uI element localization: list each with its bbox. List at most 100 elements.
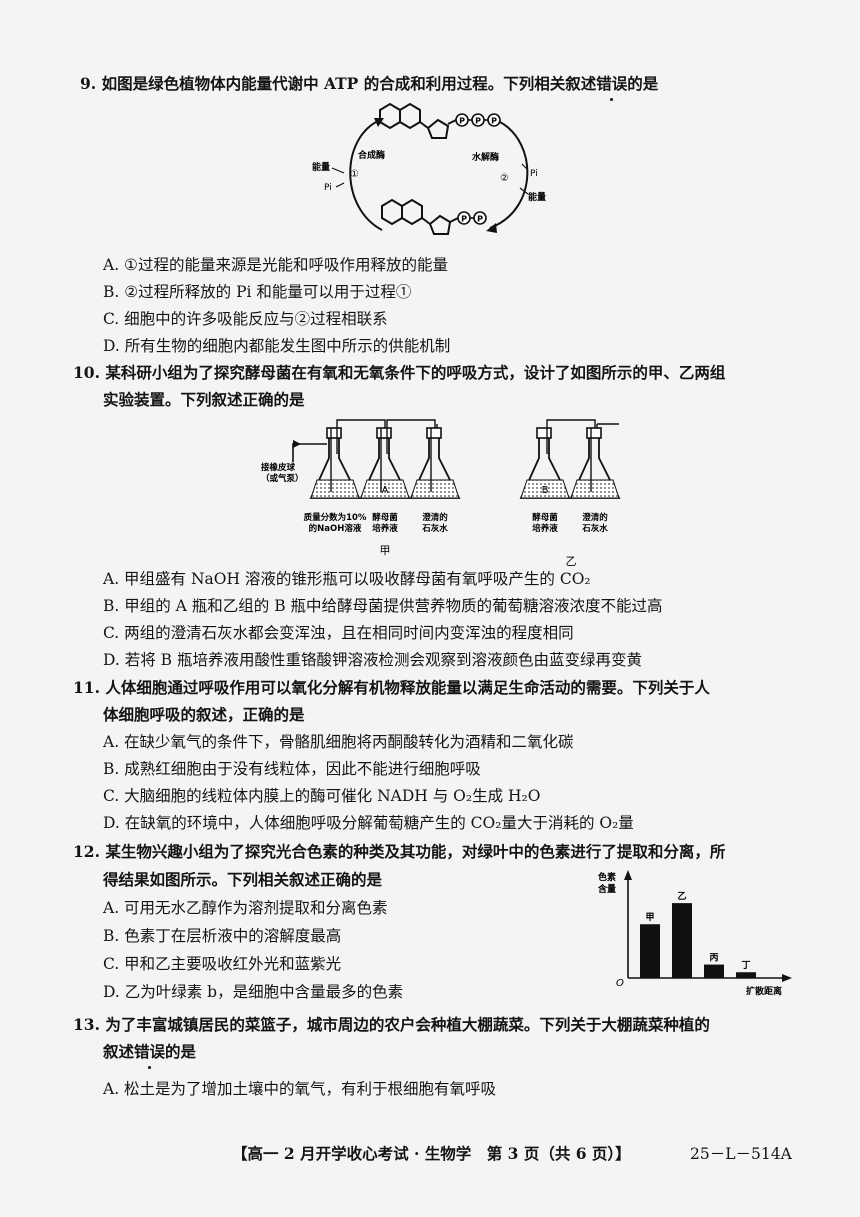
step1-marker: ① <box>350 169 359 180</box>
bar-label-3: 丁 <box>741 960 750 971</box>
q12-option-c: C. 甲和乙主要吸收红外光和蓝紫光 <box>103 955 342 973</box>
q11-option-d: D. 在缺氧的环境中，人体细胞呼吸分解葡萄糖产生的 CO₂量大于消耗的 O₂量 <box>103 814 634 832</box>
pi-output-label: Pi <box>530 169 538 179</box>
q13-stem-line2: 叙述错误的是 <box>103 1041 196 1069</box>
x-axis-arrow <box>782 974 792 982</box>
q12-option-a: A. 可用无水乙醇作为溶剂提取和分离色素 <box>103 899 388 917</box>
flask-b-yeast: B <box>519 427 571 499</box>
bar-1 <box>672 903 692 978</box>
x-axis-label: 扩散距离 <box>746 985 782 997</box>
q13-stem-line1: 13. 为了丰富城镇居民的菜篮子，城市周边的农户会种植大棚蔬菜。下列关于大棚蔬菜… <box>73 1015 710 1034</box>
q13-stem-text: 叙述 <box>103 1042 135 1061</box>
q10-stem-line1: 10. 某科研小组为了探究酵母菌在有氧和无氧条件下的呼吸方式，设计了如图所示的甲… <box>73 363 726 382</box>
phosphate-label: P <box>461 215 467 224</box>
pi-input-label: Pi <box>324 183 332 193</box>
q9-option-c: C. 细胞中的许多吸能反应与②过程相联系 <box>103 310 388 328</box>
caption-yeast-a-line2: 培养液 <box>372 523 398 534</box>
energy-input-arrow <box>331 167 345 174</box>
adp-molecule-bottom <box>381 198 459 235</box>
caption-limewater-yi-line1: 澄清的 <box>582 512 608 523</box>
bar-label-2: 丙 <box>709 953 718 964</box>
bar-0 <box>640 924 660 978</box>
q9-stem-text: 9. 如图是绿色植物体内能量代谢中 ATP 的合成和利用过程。下列相关叙述 <box>80 74 597 93</box>
bar-group: 甲 乙丙丁 <box>640 891 756 978</box>
flask-a-yeast: A <box>359 427 411 499</box>
pump-inlet-tube <box>292 443 327 462</box>
atp-phosphates-top: P P P <box>455 113 501 127</box>
y-axis-arrow <box>624 870 632 880</box>
group-yi-label: 乙 <box>566 555 577 568</box>
page-footer: 【高一 2 月开学收心考试 · 生物学 第 3 页（共 6 页）】 <box>232 1144 631 1163</box>
q12-option-b: B. 色素丁在层析液中的溶解度最高 <box>103 927 342 945</box>
energy-input-label: 能量 <box>312 161 330 173</box>
q9-stem: 9. 如图是绿色植物体内能量代谢中 ATP 的合成和利用过程。下列相关叙述错误的… <box>80 73 659 101</box>
bar-label-1: 乙 <box>677 891 686 902</box>
q11-stem-line2: 体细胞呼吸的叙述，正确的是 <box>103 705 305 724</box>
flask-b-label: B <box>542 485 549 496</box>
q9-option-a: A. ①过程的能量来源是光能和呼吸作用释放的能量 <box>103 256 448 274</box>
q11-option-c: C. 大脑细胞的线粒体内膜上的酶可催化 NADH 与 O₂生成 H₂O <box>103 787 541 805</box>
pump-label-line1: 接橡皮球 <box>261 462 296 473</box>
bar-2 <box>704 964 724 978</box>
yeast-respiration-apparatus: 接橡皮球 （或气泵） A <box>261 419 621 568</box>
hydrolase-label: 水解酶 <box>472 151 499 163</box>
bar-3 <box>736 972 756 978</box>
synthesis-arc <box>349 119 383 231</box>
q9-stem-tail: 的是 <box>627 74 659 93</box>
pi-output-arrow <box>521 163 529 171</box>
pump-arrow <box>293 440 301 448</box>
caption-yeast-b-line1: 酵母菌 <box>532 512 558 523</box>
q10-stem-line2: 实验装置。下列叙述正确的是 <box>103 390 305 409</box>
q10-option-b: B. 甲组的 A 瓶和乙组的 B 瓶中给酵母菌提供营养物质的葡萄糖溶液浓度不能过… <box>103 597 663 615</box>
caption-yeast-b-line2: 培养液 <box>532 523 558 534</box>
connector-tube <box>546 419 596 428</box>
y-axis-label-top: 色素 <box>598 871 616 883</box>
q12-stem-line1: 12. 某生物兴趣小组为了探究光合色素的种类及其功能，对绿叶中的色素进行了提取和… <box>73 842 726 861</box>
y-axis-label-bottom: 含量 <box>597 883 616 895</box>
group-jia-label: 甲 <box>380 544 391 557</box>
connector-tube <box>386 419 436 428</box>
q9-option-d: D. 所有生物的细胞内都能发生图中所示的供能机制 <box>103 337 451 355</box>
phosphate-label: P <box>459 117 465 126</box>
synthesis-arrowhead <box>374 118 384 127</box>
caption-limewater-jia-line1: 澄清的 <box>422 512 448 523</box>
phosphate-label: P <box>475 117 481 126</box>
q11-stem-line1: 11. 人体细胞通过呼吸作用可以氧化分解有机物释放能量以满足生命活动的需要。下列… <box>73 678 710 697</box>
caption-naoh-line1: 质量分数为10% <box>304 512 367 523</box>
q10-option-a: A. 甲组盛有 NaOH 溶液的锥形瓶可以吸收酵母菌有氧呼吸产生的 CO₂ <box>103 570 591 588</box>
flask-naoh <box>309 427 361 499</box>
q10-option-c: C. 两组的澄清石灰水都会变浑浊，且在相同时间内变浑浊的程度相同 <box>103 624 574 642</box>
q11-option-b: B. 成熟红细胞由于没有线粒体，因此不能进行细胞呼吸 <box>103 760 481 778</box>
connector-tube <box>336 419 386 428</box>
caption-yeast-a-line1: 酵母菌 <box>372 512 398 523</box>
bar-label-0: 甲 <box>645 912 654 923</box>
flask-limewater-yi <box>569 423 621 499</box>
flask-limewater-jia <box>409 424 461 499</box>
q10-option-d: D. 若将 B 瓶培养液用酸性重铬酸钾溶液检测会观察到溶液颜色由蓝变绿再变黄 <box>103 651 642 669</box>
hydrolysis-arc <box>489 121 529 229</box>
q13-stem-emphasis: 错误 <box>134 1042 166 1069</box>
caption-naoh-line2: 的NaOH溶液 <box>309 523 362 534</box>
pi-input-arrow <box>335 182 345 188</box>
q12-option-d: D. 乙为叶绿素 b，是细胞中含量最多的色素 <box>103 983 404 1001</box>
energy-output-label: 能量 <box>528 191 546 203</box>
exam-code: 25－L－514A <box>690 1145 792 1163</box>
phosphate-label: P <box>491 117 497 126</box>
phosphate-label: P <box>477 215 483 224</box>
energy-output-arrow <box>519 187 529 195</box>
atp-cycle-diagram: P P P P P 合成酶 水解酶 能量 ① Pi <box>312 102 546 235</box>
caption-limewater-yi-line2: 石灰水 <box>581 523 608 534</box>
q9-option-b: B. ②过程所释放的 Pi 和能量可以用于过程① <box>103 283 412 301</box>
hydrolysis-arrowhead <box>486 223 497 233</box>
atp-molecule-top <box>379 102 457 139</box>
flask-a-label: A <box>382 485 389 496</box>
caption-limewater-jia-line2: 石灰水 <box>421 523 448 534</box>
q9-stem-emphasis: 错误 <box>596 74 628 101</box>
adp-phosphates-bottom: P P <box>457 211 487 225</box>
q11-option-a: A. 在缺少氧气的条件下，骨骼肌细胞将丙酮酸转化为酒精和二氧化碳 <box>103 733 574 751</box>
synthase-label: 合成酶 <box>358 149 385 161</box>
step2-marker: ② <box>500 173 509 184</box>
q13-option-a: A. 松土是为了增加土壤中的氧气，有利于根细胞有氧呼吸 <box>103 1080 497 1098</box>
